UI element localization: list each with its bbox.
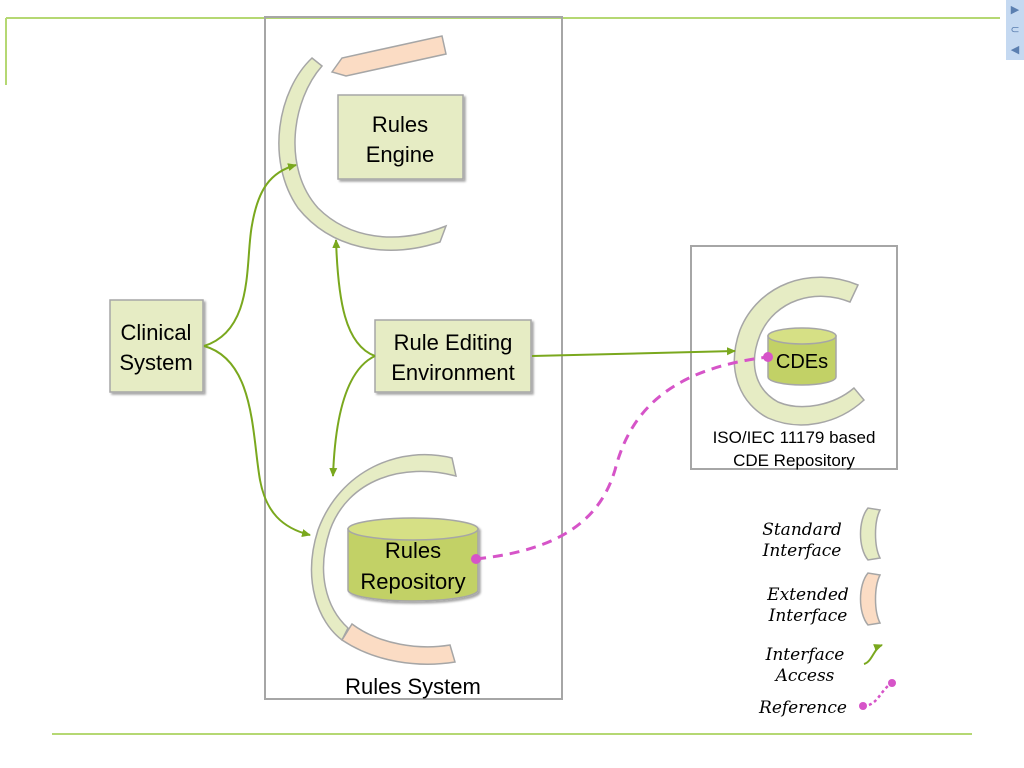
legend-interface-access-line1: Interface: [765, 645, 845, 665]
rules-repository-extended-interface-icon: [340, 622, 456, 665]
rule-editing-label-line2: Environment: [391, 360, 515, 385]
clinical-system-label-line2: System: [119, 350, 192, 375]
next-slide-icon[interactable]: ▶: [1010, 3, 1020, 16]
cdes-label: CDEs: [776, 351, 828, 373]
rules-repository-label-line1: Rules: [385, 538, 441, 563]
rules-system-container: [264, 16, 563, 700]
cde-standard-interface-icon: [733, 276, 866, 426]
legend-interface-access-icon: [863, 644, 883, 665]
arrow-editing-to-cdes: [531, 347, 736, 357]
legend-standard-interface-line2: Interface: [762, 541, 842, 561]
rule-editing-label-line1: Rule Editing: [394, 330, 513, 355]
legend-standard-interface-line1: Standard: [762, 520, 842, 540]
rules-engine-label-line1: Rules: [372, 112, 428, 137]
previous-slide-icon[interactable]: ◀: [1010, 43, 1020, 56]
legend-reference-label: Reference: [758, 698, 847, 718]
rules-engine-box[interactable]: [337, 94, 464, 180]
cde-repository-container: [690, 245, 898, 470]
rules-repository-database[interactable]: [347, 517, 479, 602]
legend-reference-icon: [859, 679, 896, 710]
legend-standard-interface-icon: [859, 507, 882, 561]
rule-editing-environment-box[interactable]: [374, 319, 532, 393]
arrow-clinical-to-rules-engine: [203, 163, 297, 347]
legend-extended-interface-line1: Extended: [766, 585, 849, 605]
rules-engine-label-line2: Engine: [366, 142, 435, 167]
clinical-system-label-line1: Clinical: [121, 320, 192, 345]
legend-extended-interface-icon: [859, 572, 882, 626]
cde-repository-label-line1: ISO/IEC 11179 based: [713, 428, 876, 447]
legend-interface-access-line2: Access: [774, 666, 835, 686]
legend-extended-interface-line2: Interface: [768, 606, 848, 626]
clinical-system-box[interactable]: [109, 299, 204, 393]
arrow-editing-to-rules-repository: [329, 355, 376, 477]
arrow-editing-to-rules-engine: [332, 239, 376, 357]
rules-system-label: Rules System: [345, 674, 481, 699]
rules-engine-interface: [278, 35, 448, 251]
cde-repository-label-line2: CDE Repository: [733, 451, 855, 470]
interface-access-arrows: [203, 163, 736, 537]
rules-engine-standard-interface-icon: [278, 57, 448, 251]
rules-engine-extended-interface-icon: [330, 35, 447, 77]
legend: Standard Interface Extended Interface In…: [758, 507, 896, 718]
reference-link: [471, 352, 773, 564]
rules-repository-interface: [310, 453, 457, 665]
cdes-database[interactable]: [767, 327, 837, 386]
return-icon[interactable]: ⊂: [1010, 23, 1020, 36]
rules-repository-label-line2: Repository: [360, 569, 465, 594]
slide-nav-widget: ▶ ⊂ ◀: [1006, 0, 1024, 60]
arrow-clinical-to-rules-repository: [203, 345, 311, 537]
